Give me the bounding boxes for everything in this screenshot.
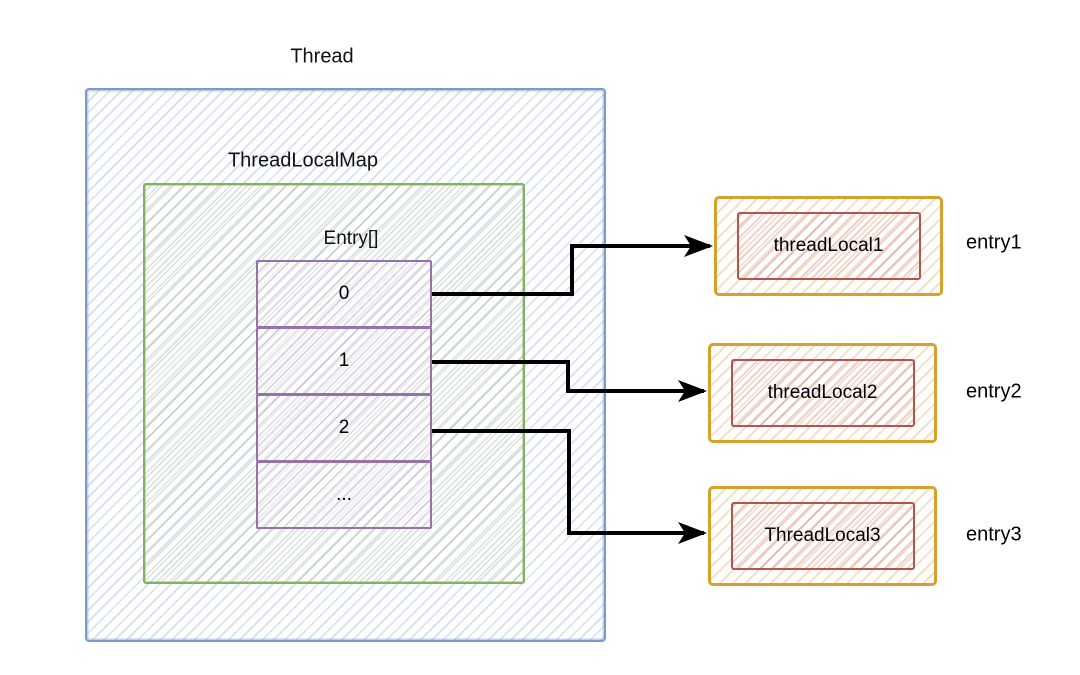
threadlocalmap-title: ThreadLocalMap xyxy=(227,149,379,172)
entry1-label: entry1 xyxy=(966,231,1022,254)
threadlocal1-label: threadLocal1 xyxy=(773,235,884,256)
entry-cell-2: 2 xyxy=(256,394,432,462)
threadlocal2-label: threadLocal2 xyxy=(767,382,878,403)
threadlocal1-inner-box: threadLocal1 xyxy=(736,212,921,280)
entry-cell-ellipsis: ... xyxy=(256,461,432,529)
entry-array-title: Entry[] xyxy=(323,228,379,249)
entry3-label: entry3 xyxy=(966,523,1022,546)
thread-box-title: Thread xyxy=(290,45,354,68)
entry-cell-0: 0 xyxy=(256,260,432,328)
threadlocal3-label: ThreadLocal3 xyxy=(764,525,881,546)
entry2-label: entry2 xyxy=(966,380,1022,403)
threadlocal3-inner-box: ThreadLocal3 xyxy=(730,502,915,570)
threadlocal2-inner-box: threadLocal2 xyxy=(730,359,915,427)
entry-cell-1: 1 xyxy=(256,327,432,395)
threadlocal2-box: threadLocal2 xyxy=(708,343,937,443)
threadlocal1-box: threadLocal1 xyxy=(714,196,943,296)
threadlocal3-box: ThreadLocal3 xyxy=(708,486,937,586)
